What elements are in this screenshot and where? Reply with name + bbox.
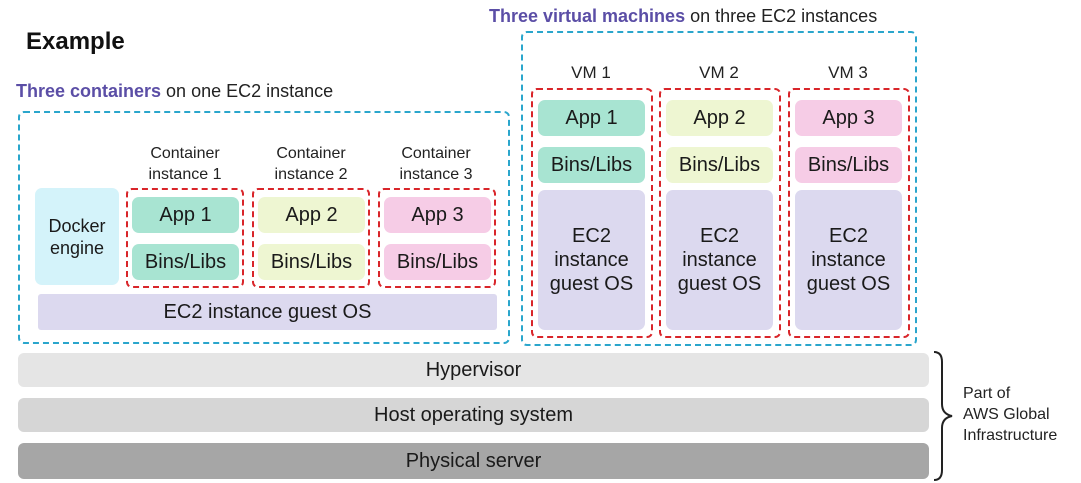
container-heading: Three containers on one EC2 instance bbox=[16, 81, 333, 102]
docker-engine: Docker engine bbox=[35, 188, 119, 285]
physical-server-layer: Physical server bbox=[18, 443, 929, 479]
vm-label-1: VM 1 bbox=[571, 63, 611, 82]
vm-1 bbox=[531, 88, 653, 338]
vm-3 bbox=[788, 88, 910, 338]
vm-libs-3: Bins/Libs bbox=[795, 147, 902, 183]
container-app-2: App 2 bbox=[258, 197, 365, 233]
container-instance-1 bbox=[126, 188, 244, 288]
vm-app-1: App 1 bbox=[538, 100, 645, 136]
host-os-layer: Host operating system bbox=[18, 398, 929, 432]
container-label-1: Container instance 1 bbox=[148, 145, 222, 183]
vm-heading-rest: on three EC2 instances bbox=[685, 6, 878, 26]
container-heading-rest: on one EC2 instance bbox=[161, 81, 334, 101]
vm-app-2: App 2 bbox=[666, 100, 773, 136]
vm-heading: Three virtual machines on three EC2 inst… bbox=[489, 6, 877, 27]
vm-libs-1: Bins/Libs bbox=[538, 147, 645, 183]
vm-guest-os-1: EC2 instance guest OS bbox=[538, 190, 645, 330]
vm-label-3: VM 3 bbox=[828, 63, 868, 82]
container-ec2-boundary bbox=[18, 111, 510, 344]
vm-label-2: VM 2 bbox=[699, 63, 739, 82]
container-app-3: App 3 bbox=[384, 197, 491, 233]
container-libs-2: Bins/Libs bbox=[258, 244, 365, 280]
container-guest-os: EC2 instance guest OS bbox=[38, 294, 497, 330]
container-label-2: Container instance 2 bbox=[274, 145, 348, 183]
brace-icon bbox=[933, 351, 953, 481]
vm-heading-bold: Three virtual machines bbox=[489, 6, 686, 26]
container-instance-3 bbox=[378, 188, 496, 288]
container-instance-2 bbox=[252, 188, 370, 288]
vm-guest-os-2: EC2 instance guest OS bbox=[666, 190, 773, 330]
vm-libs-2: Bins/Libs bbox=[666, 147, 773, 183]
vm-ec2-boundary bbox=[521, 31, 917, 346]
vm-2 bbox=[659, 88, 781, 338]
vm-app-3: App 3 bbox=[795, 100, 902, 136]
page-title: Example bbox=[26, 28, 125, 55]
vm-guest-os-3: EC2 instance guest OS bbox=[795, 190, 902, 330]
container-label-3: Container instance 3 bbox=[399, 145, 473, 183]
container-libs-1: Bins/Libs bbox=[132, 244, 239, 280]
container-app-1: App 1 bbox=[132, 197, 239, 233]
container-heading-bold: Three containers bbox=[16, 81, 162, 101]
container-libs-3: Bins/Libs bbox=[384, 244, 491, 280]
aws-infrastructure-label: Part of AWS Global Infrastructure bbox=[963, 385, 1058, 444]
hypervisor-layer: Hypervisor bbox=[18, 353, 929, 387]
